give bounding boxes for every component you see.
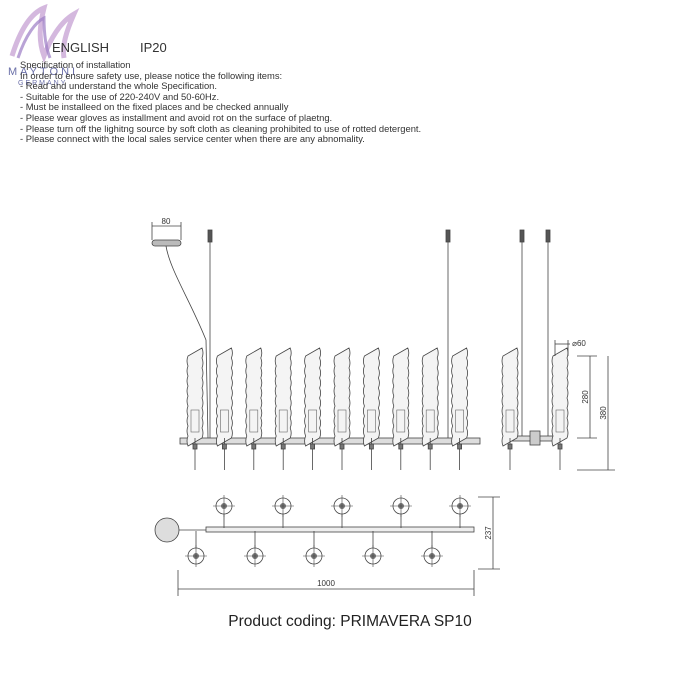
spec-line: - Please connect with the local sales se… bbox=[20, 133, 365, 145]
installation-spec: Specification of installation In order t… bbox=[20, 59, 422, 145]
power-cable bbox=[165, 245, 209, 439]
spec-line: - Please wear gloves as installment and … bbox=[20, 111, 333, 123]
ip-rating: IP20 bbox=[140, 40, 167, 55]
glass-shade bbox=[501, 347, 519, 447]
glass-shade bbox=[451, 347, 468, 447]
depth-label: 237 bbox=[484, 526, 493, 540]
glass-shade bbox=[186, 347, 204, 447]
canopy bbox=[151, 239, 182, 247]
glass-shade bbox=[363, 347, 380, 447]
side-joint bbox=[529, 430, 541, 446]
bulb bbox=[396, 409, 406, 433]
stem-joint bbox=[427, 443, 433, 450]
bulb bbox=[555, 409, 565, 433]
brand-sub: GERMANY bbox=[18, 80, 68, 87]
spec-line: - Suitable for the use of 220-240V and 5… bbox=[20, 90, 220, 102]
glass-shade bbox=[274, 347, 292, 447]
glass-shade bbox=[216, 347, 233, 447]
glass-shade bbox=[551, 347, 569, 447]
glass-shade bbox=[245, 347, 263, 447]
bulb bbox=[505, 409, 515, 433]
bulb bbox=[455, 409, 464, 433]
mounting-bar bbox=[179, 437, 481, 445]
stem-joint bbox=[557, 443, 563, 450]
shade-diameter-label: ⌀60 bbox=[572, 339, 586, 348]
bulb bbox=[337, 409, 347, 433]
canopy-dim-label: 80 bbox=[162, 217, 171, 226]
stem-joint bbox=[457, 443, 463, 450]
glass-shade bbox=[333, 347, 351, 447]
glass-shade bbox=[304, 347, 321, 447]
spec-line: In order to ensure safety use, please no… bbox=[20, 69, 283, 81]
shade-group bbox=[186, 347, 468, 470]
spec-line: - Please turn off the lighitng source by… bbox=[20, 122, 422, 134]
stem-joint bbox=[368, 443, 374, 450]
product-coding: Product coding: PRIMAVERA SP10 bbox=[228, 613, 472, 630]
wire-grip bbox=[519, 229, 525, 243]
top-view bbox=[154, 495, 500, 596]
stem-joint bbox=[192, 443, 198, 450]
brand-name: MAYTONI bbox=[8, 66, 79, 78]
wire-grip bbox=[207, 229, 213, 243]
front-view bbox=[151, 222, 481, 470]
bulb bbox=[367, 409, 376, 433]
bulb bbox=[308, 409, 317, 433]
canopy-top bbox=[154, 517, 180, 543]
spec-line: - Must be installeed on the fixed places… bbox=[20, 101, 289, 113]
stem-joint bbox=[310, 443, 316, 450]
top-bar bbox=[205, 526, 475, 533]
wire-grip bbox=[545, 229, 551, 243]
stem-joint bbox=[398, 443, 404, 450]
total-height-label: 380 bbox=[599, 406, 608, 420]
glass-shade bbox=[392, 347, 410, 447]
shade-group bbox=[185, 495, 471, 567]
bulb bbox=[425, 409, 435, 433]
brand-logo-icon bbox=[9, 4, 80, 64]
bulb bbox=[249, 409, 259, 433]
stem-joint bbox=[221, 443, 227, 450]
spec-line: - Read and understand the whole Specific… bbox=[20, 80, 218, 92]
glass-shade bbox=[421, 347, 439, 447]
language-label: ENGLISH bbox=[52, 40, 110, 55]
shade-group bbox=[501, 347, 569, 470]
wire-grip bbox=[445, 229, 451, 243]
bulb bbox=[220, 409, 229, 433]
stem-joint bbox=[280, 443, 286, 450]
stem-joint bbox=[339, 443, 345, 450]
bulb bbox=[278, 409, 288, 433]
shade-height-label: 280 bbox=[581, 390, 590, 404]
stem-joint bbox=[507, 443, 513, 450]
spec-title: Specification of installation bbox=[20, 59, 131, 70]
bulb bbox=[190, 409, 200, 433]
length-label: 1000 bbox=[317, 579, 335, 588]
stem-joint bbox=[251, 443, 257, 450]
side-view bbox=[501, 229, 615, 471]
